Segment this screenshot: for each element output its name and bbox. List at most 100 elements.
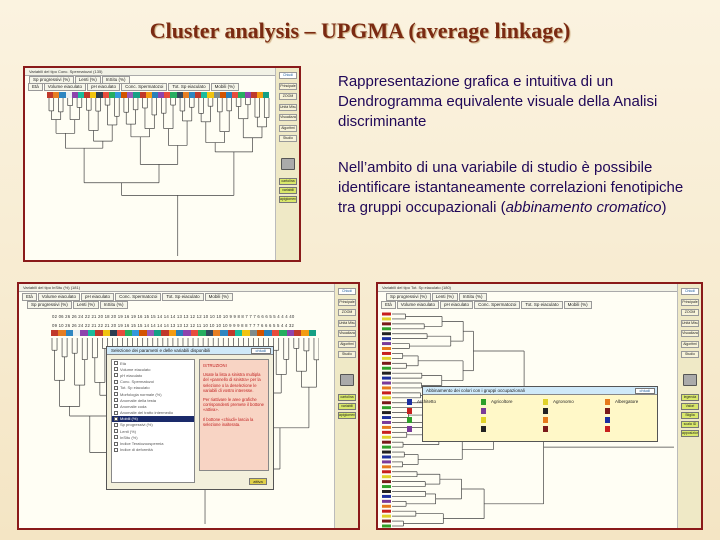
variable-item[interactable]: InSitu (%) xyxy=(112,434,194,440)
tab-volume-eiaculato[interactable]: Volume eiaculato xyxy=(37,293,81,301)
variable-item[interactable]: Mobili (%) xyxy=(112,415,194,422)
tab-et[interactable]: Età xyxy=(22,293,37,301)
side-button-zoom[interactable]: ZOOM xyxy=(681,309,699,316)
tab-mobili[interactable]: Mobili (%) xyxy=(210,83,239,91)
side-button-chiudi[interactable]: Chiudi xyxy=(338,288,356,295)
variable-item[interactable]: Morfologia normale (%) xyxy=(112,391,194,397)
tab-ph-eiaculato[interactable]: pH eiaculato xyxy=(87,83,121,91)
close-dialog-button[interactable]: chiudi xyxy=(250,348,271,354)
tab-tot-sp-eiaculato[interactable]: Tot. Sp eiaculato xyxy=(168,83,210,91)
side-button-stiglia[interactable]: Stiglia xyxy=(681,411,699,419)
side-button-studio[interactable]: Studio xyxy=(338,351,356,358)
tab-tot-sp-eiaculato[interactable]: Tot. Sp eiaculato xyxy=(162,293,204,301)
tab-sp-progressivi[interactable]: Sp progressivi (%) xyxy=(27,301,72,309)
printer-icon[interactable] xyxy=(281,157,295,170)
checkbox[interactable] xyxy=(114,392,118,397)
activate-button[interactable]: attiva xyxy=(249,478,267,485)
tab-mobili[interactable]: Mobili (%) xyxy=(563,301,592,309)
variable-item[interactable]: Età xyxy=(112,360,194,366)
variable-item[interactable]: Anomalie coda xyxy=(112,403,194,409)
tab-sp-progressivi[interactable]: Sp progressivi (%) xyxy=(386,293,431,301)
tab-conc-spermatozoi[interactable]: Conc. Spermatozoi xyxy=(474,301,521,309)
variable-item[interactable]: Indice di deformità xyxy=(112,447,194,453)
tab-et[interactable]: Età xyxy=(381,301,396,309)
checkbox[interactable] xyxy=(114,447,118,452)
tab-insitu[interactable]: InSitu (%) xyxy=(99,301,128,309)
checkbox[interactable] xyxy=(114,361,118,366)
variable-item[interactable]: Indice Teratozoospermia xyxy=(112,440,194,446)
instructions-text: Usate la lista a sinistra multipla del «… xyxy=(203,372,261,393)
checkbox[interactable] xyxy=(114,410,118,415)
side-button-principale[interactable]: Principale xyxy=(681,298,699,306)
tab-tot-sp-eiaculato[interactable]: Tot. Sp eiaculato xyxy=(521,301,563,309)
side-button-studio[interactable]: Studio xyxy=(279,135,297,142)
checkbox[interactable] xyxy=(114,416,118,421)
checkbox[interactable] xyxy=(114,367,118,372)
variable-item[interactable]: pH eiaculato xyxy=(112,372,194,378)
checkbox[interactable] xyxy=(114,373,118,378)
tab-lenti[interactable]: Lenti (%) xyxy=(431,293,458,301)
leaf-marker xyxy=(382,489,391,493)
variable-item[interactable]: Anomalie della testa xyxy=(112,397,194,403)
side-button-unit-misura[interactable]: Unità Misura xyxy=(279,103,297,111)
leaf-marker xyxy=(382,460,391,464)
side-button-cartolina[interactable]: cartolina xyxy=(338,393,356,401)
side-button-chiudi[interactable]: Chiudi xyxy=(681,288,699,295)
side-button-chiudi[interactable]: Chiudi xyxy=(279,72,297,79)
dialog-title: Selezione dei parametri e delle variabil… xyxy=(111,348,211,353)
tab-lenti[interactable]: Lenti (%) xyxy=(72,301,99,309)
checkbox[interactable] xyxy=(114,379,118,384)
side-button-principale[interactable]: Principale xyxy=(338,298,356,306)
checkbox[interactable] xyxy=(114,404,118,409)
side-button-cartolina[interactable]: cartolina xyxy=(279,177,297,185)
checkbox[interactable] xyxy=(114,398,118,403)
side-button-zoom[interactable]: ZOOM xyxy=(338,309,356,316)
tab-ph-eiaculato[interactable]: pH eiaculato xyxy=(81,293,115,301)
side-button-apiglomero[interactable]: apiglomero xyxy=(338,411,356,419)
variable-item[interactable]: Anomalie del tratto intermedio xyxy=(112,410,194,416)
checkbox[interactable] xyxy=(114,429,118,434)
side-button-valori[interactable]: Valori xyxy=(681,402,699,410)
tab-mobili[interactable]: Mobili (%) xyxy=(204,293,233,301)
side-button-algoritmi[interactable]: Algoritmi xyxy=(681,340,699,348)
tab-ph-eiaculato[interactable]: pH eiaculato xyxy=(440,301,474,309)
side-button-legenda[interactable]: legenda xyxy=(681,393,699,401)
side-button-algoritmi[interactable]: Algoritmi xyxy=(279,124,297,132)
side-button-algoritmi[interactable]: Algoritmi xyxy=(338,340,356,348)
tab-conc-spermatozoi[interactable]: Conc. Spermatozoi xyxy=(115,293,162,301)
side-button-studio[interactable]: Studio xyxy=(681,351,699,358)
strip-cell xyxy=(201,92,208,98)
side-button-scala-id[interactable]: scala ID xyxy=(681,420,699,428)
variable-item[interactable]: Sp progressivi (%) xyxy=(112,422,194,428)
side-button-apposizione[interactable]: apposizione xyxy=(681,429,699,437)
strip-cell xyxy=(244,92,251,98)
side-button-principale[interactable]: Principale xyxy=(279,82,297,90)
variable-item[interactable]: Volume eiaculato xyxy=(112,366,194,372)
tab-et[interactable]: Età xyxy=(28,83,43,91)
variable-item[interactable]: Lenti (%) xyxy=(112,428,194,434)
side-button-variabili[interactable]: variabili xyxy=(279,186,297,194)
side-button-unit-misura[interactable]: Unità Misura xyxy=(681,319,699,327)
side-button-visualizza[interactable]: Visualizza xyxy=(279,114,297,121)
side-button-apiglomero[interactable]: apiglomero xyxy=(279,195,297,203)
side-button-visualizza[interactable]: Visualizza xyxy=(338,330,356,337)
side-button-variabili[interactable]: variabili xyxy=(338,402,356,410)
checkbox[interactable] xyxy=(114,435,118,440)
printer-icon[interactable] xyxy=(340,373,354,386)
side-button-unit-misura[interactable]: Unità Misura xyxy=(338,319,356,327)
variable-item[interactable]: Conc. Spermatozoi xyxy=(112,379,194,385)
checkbox[interactable] xyxy=(114,422,118,427)
side-button-zoom[interactable]: ZOOM xyxy=(279,93,297,100)
tab-insitu[interactable]: InSitu (%) xyxy=(458,293,487,301)
variable-item[interactable]: Tot. Sp eiaculato xyxy=(112,385,194,391)
side-button-visualizza[interactable]: Visualizza xyxy=(681,330,699,337)
legend-swatch xyxy=(481,399,486,405)
printer-icon[interactable] xyxy=(683,373,697,386)
checkbox[interactable] xyxy=(114,441,118,446)
tab-volume-eiaculato[interactable]: Volume eiaculato xyxy=(43,83,87,91)
tab-volume-eiaculato[interactable]: Volume eiaculato xyxy=(396,301,440,309)
close-legend-button[interactable]: chiudi xyxy=(634,388,655,394)
tab-conc-spermatozoi[interactable]: Conc. Spermatozoi xyxy=(121,83,168,91)
checkbox[interactable] xyxy=(114,385,118,390)
